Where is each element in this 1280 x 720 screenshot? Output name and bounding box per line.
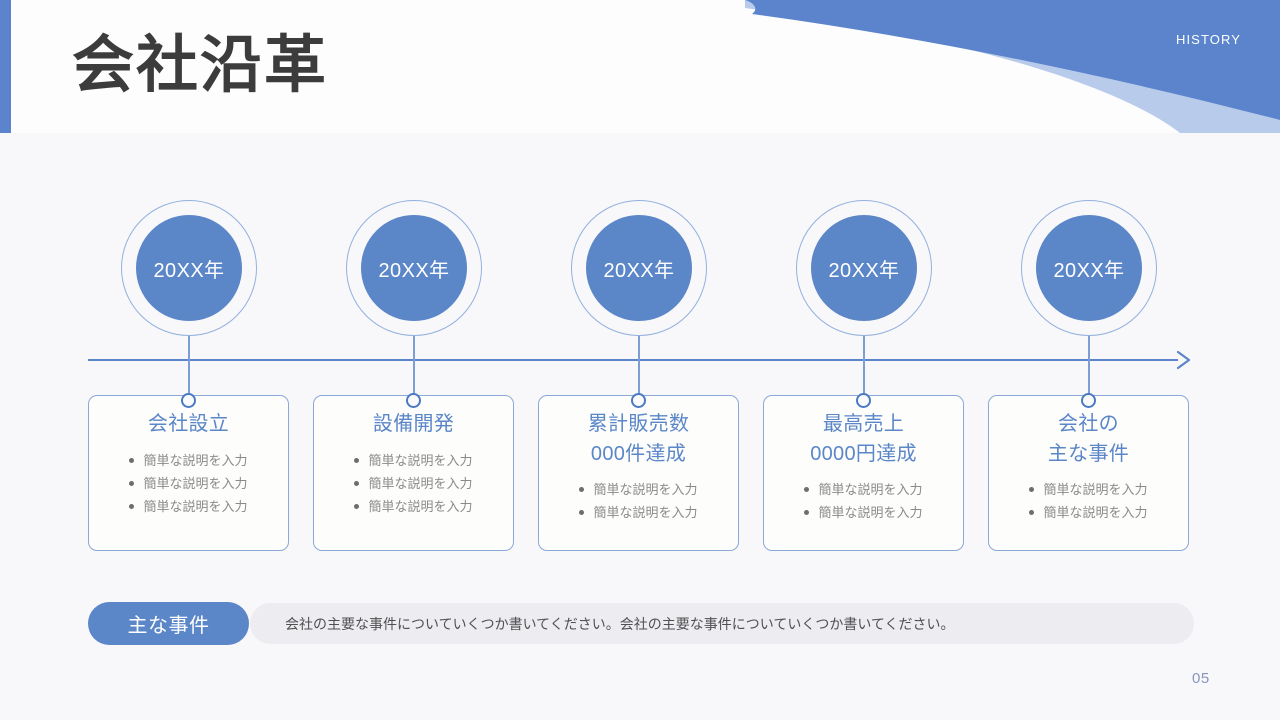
milestone-card-title: 会社設立 bbox=[147, 413, 230, 435]
footer-note-text: 会社の主要な事件についていくつか書いてください。会社の主要な事件についていくつか… bbox=[285, 616, 955, 632]
bullet-label: 簡単な説明を入力 bbox=[818, 505, 923, 521]
list-item: 簡単な説明を入力 bbox=[129, 449, 248, 472]
timeline-node[interactable]: 20XX年 bbox=[346, 200, 482, 336]
bullet-label: 簡単な説明を入力 bbox=[368, 498, 473, 514]
node-outer-ring bbox=[796, 200, 932, 336]
node-disc: 20XX年 bbox=[811, 215, 917, 321]
milestone-card-bullets: 簡単な説明を入力 簡単な説明を入力 bbox=[804, 478, 923, 524]
bullet-dot-icon bbox=[579, 487, 585, 493]
footer-note-pill[interactable]: 主な事件 bbox=[88, 602, 249, 645]
timeline-axis bbox=[88, 359, 1178, 361]
node-disc: 20XX年 bbox=[136, 215, 242, 321]
bullet-label: 簡単な説明を入力 bbox=[593, 505, 698, 521]
bullet-dot-icon bbox=[129, 480, 135, 486]
milestone-card-bullets: 簡単な説明を入力 簡単な説明を入力 bbox=[1029, 478, 1148, 524]
connector-node-ring bbox=[856, 393, 871, 408]
list-item: 簡単な説明を入力 bbox=[804, 501, 923, 524]
milestone-card-title: 累計販売数 000件達成 bbox=[587, 413, 690, 465]
bullet-dot-icon bbox=[129, 503, 135, 509]
bullet-dot-icon bbox=[354, 480, 360, 486]
bullet-label: 簡単な説明を入力 bbox=[593, 482, 698, 498]
list-item: 簡単な説明を入力 bbox=[129, 495, 248, 518]
node-outer-ring bbox=[1021, 200, 1157, 336]
connector-line bbox=[638, 336, 640, 401]
timeline-section: 20XX年 20XX年 20XX年 20XX年 20XX年 会社設立 簡単な説明… bbox=[0, 133, 1280, 720]
list-item: 簡単な説明を入力 bbox=[579, 478, 698, 501]
bullet-dot-icon bbox=[129, 457, 135, 463]
node-year-label: 20XX年 bbox=[828, 259, 900, 282]
node-year-label: 20XX年 bbox=[1053, 259, 1125, 282]
milestone-card-title: 会社の 主な事件 bbox=[1047, 413, 1130, 465]
bullet-dot-icon bbox=[579, 510, 585, 516]
list-item: 簡単な説明を入力 bbox=[804, 478, 923, 501]
bullet-label: 簡単な説明を入力 bbox=[1043, 482, 1148, 498]
header-accent-bar bbox=[0, 0, 11, 133]
milestone-card[interactable]: 会社の 主な事件 簡単な説明を入力 簡単な説明を入力 bbox=[988, 395, 1189, 551]
header-eyebrow-label: HISTORY bbox=[1175, 32, 1241, 47]
bullet-dot-icon bbox=[1029, 510, 1035, 516]
bullet-dot-icon bbox=[354, 457, 360, 463]
milestone-card-bullets: 簡単な説明を入力 簡単な説明を入力 簡単な説明を入力 bbox=[354, 449, 473, 518]
bullet-dot-icon bbox=[804, 487, 810, 493]
milestone-card-title: 設備開発 bbox=[372, 413, 455, 435]
slide-header: 会社沿革 HISTORY bbox=[0, 0, 1280, 133]
list-item: 簡単な説明を入力 bbox=[579, 501, 698, 524]
bullet-dot-icon bbox=[354, 503, 360, 509]
bullet-dot-icon bbox=[1029, 487, 1035, 493]
connector-line bbox=[1088, 336, 1090, 401]
milestone-card-bullets: 簡単な説明を入力 簡単な説明を入力 bbox=[579, 478, 698, 524]
milestone-card[interactable]: 累計販売数 000件達成 簡単な説明を入力 簡単な説明を入力 bbox=[538, 395, 739, 551]
bullet-label: 簡単な説明を入力 bbox=[368, 452, 473, 468]
bullet-label: 簡単な説明を入力 bbox=[818, 482, 923, 498]
milestone-card[interactable]: 会社設立 簡単な説明を入力 簡単な説明を入力 簡単な説明を入力 bbox=[88, 395, 289, 551]
node-year-label: 20XX年 bbox=[153, 259, 225, 282]
node-year-label: 20XX年 bbox=[378, 259, 450, 282]
node-outer-ring bbox=[346, 200, 482, 336]
list-item: 簡単な説明を入力 bbox=[354, 472, 473, 495]
page-title: 会社沿革 bbox=[72, 31, 329, 100]
bullet-label: 簡単な説明を入力 bbox=[143, 498, 248, 514]
bullet-label: 簡単な説明を入力 bbox=[368, 475, 473, 491]
timeline-node[interactable]: 20XX年 bbox=[1021, 200, 1157, 336]
connector-node-ring bbox=[631, 393, 646, 408]
connector-node-ring bbox=[181, 393, 196, 408]
milestone-card[interactable]: 設備開発 簡単な説明を入力 簡単な説明を入力 簡単な説明を入力 bbox=[313, 395, 514, 551]
node-outer-ring bbox=[121, 200, 257, 336]
bullet-label: 簡単な説明を入力 bbox=[143, 452, 248, 468]
connector-line bbox=[863, 336, 865, 401]
node-disc: 20XX年 bbox=[361, 215, 467, 321]
connector-node-ring bbox=[406, 393, 421, 408]
timeline-arrow-icon bbox=[1176, 350, 1191, 370]
list-item: 簡単な説明を入力 bbox=[354, 495, 473, 518]
node-year-label: 20XX年 bbox=[603, 259, 675, 282]
timeline-node[interactable]: 20XX年 bbox=[796, 200, 932, 336]
bullet-label: 簡単な説明を入力 bbox=[1043, 505, 1148, 521]
timeline-node[interactable]: 20XX年 bbox=[571, 200, 707, 336]
footer-note-background bbox=[250, 603, 1194, 644]
list-item: 簡単な説明を入力 bbox=[1029, 478, 1148, 501]
connector-line bbox=[188, 336, 190, 401]
connector-line bbox=[413, 336, 415, 401]
header-curve-dark bbox=[745, 0, 1280, 120]
milestone-card-title: 最高売上 0000円達成 bbox=[810, 413, 917, 465]
bullet-label: 簡単な説明を入力 bbox=[143, 475, 248, 491]
bullet-dot-icon bbox=[804, 510, 810, 516]
list-item: 簡単な説明を入力 bbox=[354, 449, 473, 472]
node-disc: 20XX年 bbox=[1036, 215, 1142, 321]
list-item: 簡単な説明を入力 bbox=[129, 472, 248, 495]
page-number: 05 bbox=[1192, 670, 1210, 687]
node-disc: 20XX年 bbox=[586, 215, 692, 321]
list-item: 簡単な説明を入力 bbox=[1029, 501, 1148, 524]
header-curve-decoration bbox=[745, 0, 1280, 133]
node-outer-ring bbox=[571, 200, 707, 336]
milestone-card-bullets: 簡単な説明を入力 簡単な説明を入力 簡単な説明を入力 bbox=[129, 449, 248, 518]
connector-node-ring bbox=[1081, 393, 1096, 408]
footer-note-pill-label: 主な事件 bbox=[127, 615, 210, 637]
milestone-card[interactable]: 最高売上 0000円達成 簡単な説明を入力 簡単な説明を入力 bbox=[763, 395, 964, 551]
timeline-node[interactable]: 20XX年 bbox=[121, 200, 257, 336]
